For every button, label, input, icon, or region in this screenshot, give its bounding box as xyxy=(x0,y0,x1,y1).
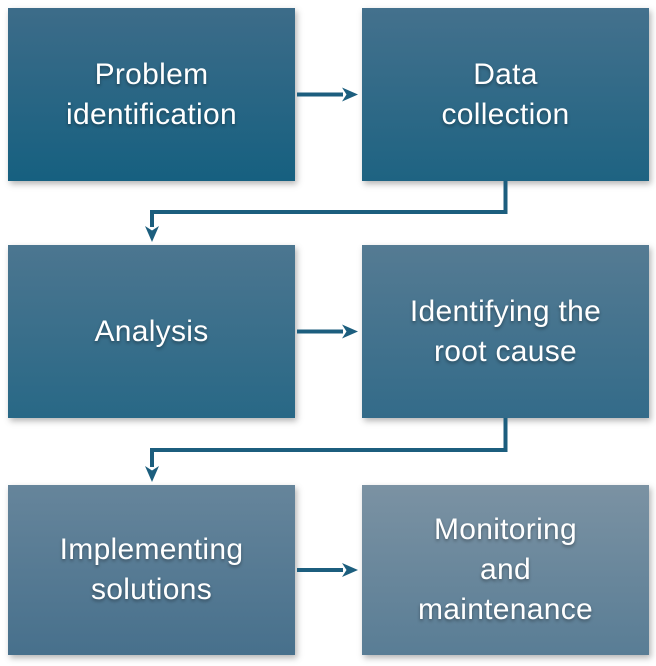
label-line: Monitoring xyxy=(433,513,578,546)
node-label: Monitoring and maintenance xyxy=(408,510,603,630)
connector-identifying-the-root-cause-to-implementing-solutions xyxy=(145,418,508,482)
node-problem-identification: Problem identification xyxy=(8,8,295,181)
label-line: maintenance xyxy=(417,593,594,626)
node-label: Implementing solutions xyxy=(50,530,254,610)
label-line: root cause xyxy=(433,334,578,368)
node-data-collection: Data collection xyxy=(362,8,649,181)
label-line: solutions xyxy=(90,573,213,606)
label-line: identification xyxy=(66,97,237,131)
label-line: Identifying the xyxy=(409,294,602,328)
label-line: Data xyxy=(473,57,538,91)
label-line: Implementing xyxy=(59,533,244,566)
label-line: and xyxy=(480,553,531,586)
node-identifying-the-root-cause: Identifying the root cause xyxy=(362,245,649,418)
label-line: Analysis xyxy=(94,314,209,348)
node-label: Problem identification xyxy=(56,55,247,135)
node-monitoring-and-maintenance: Monitoring and maintenance xyxy=(362,485,649,655)
node-label: Data collection xyxy=(431,55,579,135)
node-implementing-solutions: Implementing solutions xyxy=(8,485,295,655)
label-line: collection xyxy=(441,97,570,131)
node-label: Identifying the root cause xyxy=(400,292,611,372)
node-label: Analysis xyxy=(84,312,218,352)
label-line: Problem xyxy=(94,57,209,91)
connector-data-collection-to-analysis xyxy=(145,181,508,242)
node-analysis: Analysis xyxy=(8,245,295,418)
